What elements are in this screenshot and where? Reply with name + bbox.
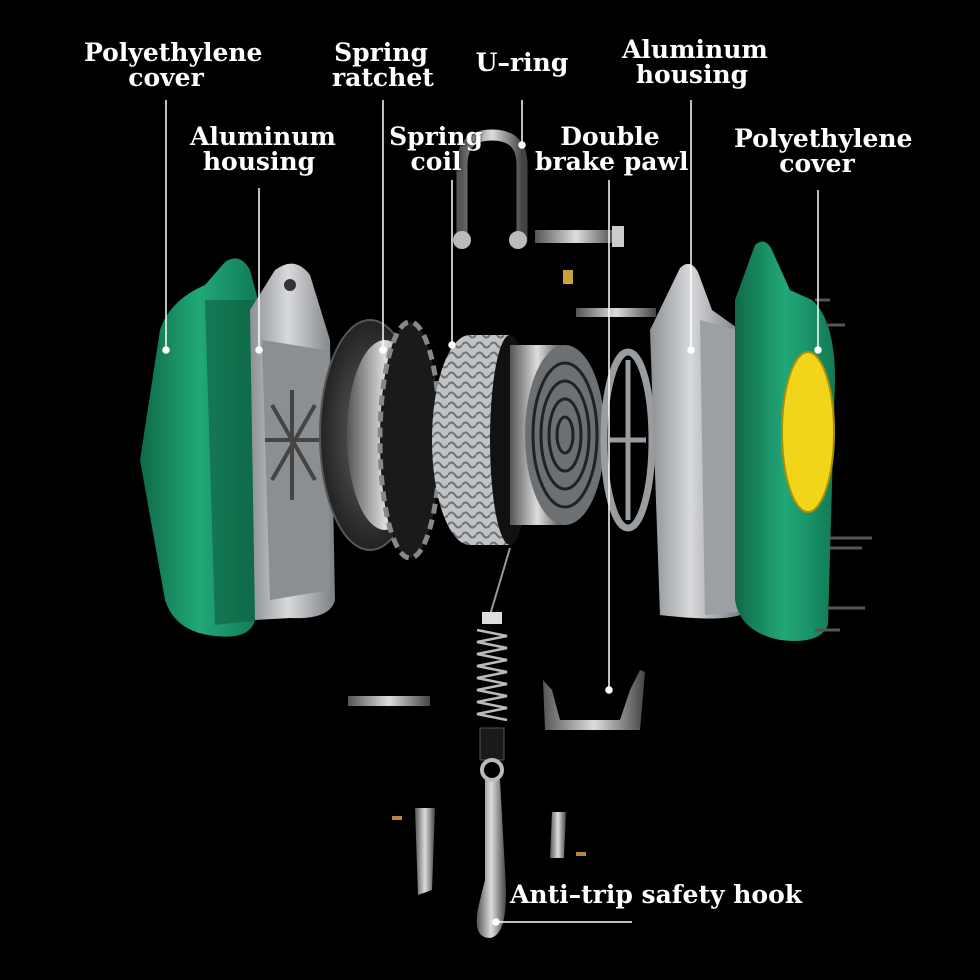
anti-trip-hook-part (476, 758, 506, 938)
label-spring-coil: Spring coil (388, 124, 484, 174)
label-line: housing (635, 60, 749, 89)
label-line: cover (128, 63, 204, 92)
label-double-brake-pawl: Double brake pawl (535, 122, 689, 176)
hook-latch-left (415, 808, 435, 895)
label-aluminum-housing-left: Aluminum housing (190, 122, 336, 176)
label-line: U–ring (475, 48, 569, 77)
leader-lines (162, 100, 822, 926)
drum-spiral-part (510, 345, 605, 525)
u-ring-part (453, 129, 528, 249)
cable-spring-part (476, 547, 511, 761)
label-polyethylene-cover-right: Polyethylene cover (734, 124, 913, 178)
right-polyethylene-cover (735, 241, 872, 641)
double-brake-pawl-part (543, 670, 645, 730)
label-line: Polyethylene (734, 124, 913, 153)
bolt-part (535, 226, 624, 247)
left-polyethylene-cover (140, 258, 258, 637)
label-line: brake pawl (535, 147, 689, 176)
label-line: Aluminum (190, 122, 336, 151)
label-aluminum-housing-right: Aluminum housing (622, 35, 768, 89)
label-line: Anti–trip safety hook (510, 880, 803, 909)
left-aluminum-housing (250, 263, 335, 620)
brass-nut (563, 270, 573, 284)
label-line: cover (779, 149, 855, 178)
axle-pin (576, 308, 656, 317)
label-anti-trip-safety-hook: Anti–trip safety hook (510, 880, 803, 909)
label-spring-ratchet: Spring ratchet (332, 38, 434, 92)
label-line: Double (560, 122, 660, 151)
label-line: Aluminum (622, 35, 768, 64)
hook-pin (348, 696, 430, 706)
spring-ratchet-part (319, 319, 443, 561)
hook-latch-right (550, 812, 566, 858)
label-line: ratchet (332, 63, 434, 92)
right-aluminum-housing (650, 263, 740, 619)
label-line: Spring (334, 38, 428, 67)
label-line: Spring (389, 122, 483, 151)
label-line: coil (410, 147, 462, 176)
small-pin-left (392, 816, 402, 820)
label-u-ring: U–ring (470, 50, 574, 75)
small-pin-right (576, 852, 586, 856)
label-line: Polyethylene (84, 38, 263, 67)
label-polyethylene-cover-left: Polyethylene cover (84, 38, 263, 92)
label-line: housing (202, 147, 316, 176)
brake-wheel-part (600, 348, 656, 532)
